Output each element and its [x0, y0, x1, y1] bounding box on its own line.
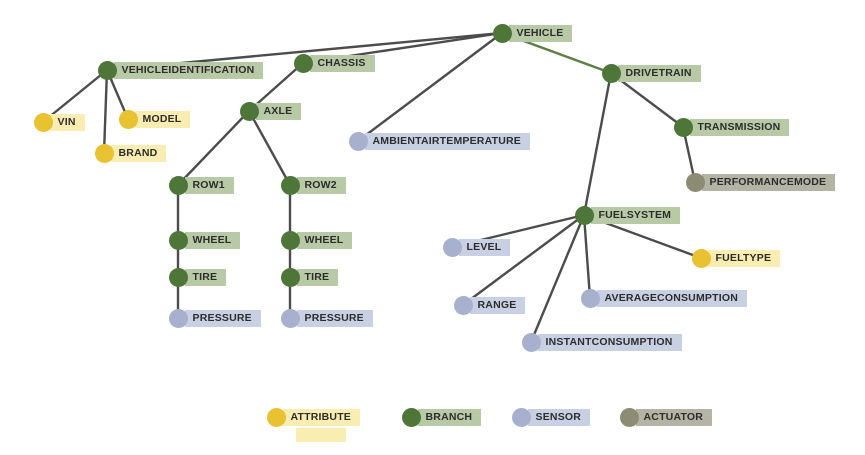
branch-node-icon — [293, 53, 313, 73]
branch-node-icon — [168, 230, 188, 250]
edge-drivetrain-fuelsystem — [582, 72, 613, 216]
node-model: MODEL — [118, 109, 191, 129]
actuator-node-icon — [619, 407, 639, 427]
legend-item-label: SENSOR — [527, 408, 591, 426]
branch-node-icon — [239, 101, 259, 121]
edge-axle-row2 — [247, 110, 292, 186]
node-label: MODEL — [134, 110, 191, 128]
node-label: WHEEL — [184, 231, 241, 249]
attribute-node-icon — [691, 248, 711, 268]
sensor-node-icon — [521, 332, 541, 352]
legend-item-actuator: ACTUATOR — [619, 407, 713, 427]
edge-vehicle-ambientairtemperature — [357, 32, 503, 142]
node-tire-row2: TIRE — [280, 267, 339, 287]
node-averageconsumption: AVERAGECONSUMPTION — [580, 288, 747, 308]
branch-node-icon — [492, 23, 512, 43]
attribute-node-icon — [118, 109, 138, 129]
branch-node-icon — [280, 175, 300, 195]
node-label: ROW2 — [296, 176, 346, 194]
branch-node-icon — [280, 230, 300, 250]
node-vin: VIN — [33, 112, 85, 132]
node-tire-row1: TIRE — [168, 267, 227, 287]
edge-axle-row1 — [177, 110, 250, 186]
node-label: AXLE — [255, 102, 302, 120]
node-label: ROW1 — [184, 176, 234, 194]
node-label: LEVEL — [458, 238, 511, 256]
node-drivetrain: DRIVETRAIN — [601, 63, 701, 83]
node-label: VIN — [49, 113, 85, 131]
legend-attribute-extra-swatch — [296, 428, 346, 442]
branch-node-icon — [168, 267, 188, 287]
node-label: PRESSURE — [296, 309, 373, 327]
node-label: INSTANTCONSUMPTION — [537, 333, 682, 351]
attribute-node-icon — [266, 407, 286, 427]
node-row2: ROW2 — [280, 175, 346, 195]
legend-item-label: BRANCH — [417, 408, 482, 426]
node-label: PERFORMANCEMODE — [701, 173, 836, 191]
node-transmission: TRANSMISSION — [673, 117, 790, 137]
edge-drivetrain-transmission — [610, 72, 684, 128]
node-label: VEHICLEIDENTIFICATION — [113, 61, 264, 79]
node-label: VEHICLE — [508, 24, 573, 42]
edge-vehicleidentification-vin — [42, 69, 108, 123]
node-label: PRESSURE — [184, 309, 261, 327]
node-row1: ROW1 — [168, 175, 234, 195]
node-instantconsumption: INSTANTCONSUMPTION — [521, 332, 682, 352]
sensor-node-icon — [453, 295, 473, 315]
sensor-node-icon — [348, 131, 368, 151]
node-label: FUELTYPE — [707, 249, 781, 267]
node-wheel-row2: WHEEL — [280, 230, 353, 250]
sensor-node-icon — [442, 237, 462, 257]
legend-item-label: ATTRIBUTE — [282, 408, 361, 426]
branch-node-icon — [601, 63, 621, 83]
sensor-node-icon — [580, 288, 600, 308]
legend-item-sensor: SENSOR — [511, 407, 591, 427]
edge-fuelsystem-instantconsumption — [529, 214, 586, 343]
node-label: AMBIENTAIRTEMPERATURE — [364, 132, 530, 150]
attribute-node-icon — [94, 143, 114, 163]
branch-node-icon — [97, 60, 117, 80]
sensor-node-icon — [280, 308, 300, 328]
edge-fuelsystem-averageconsumption — [582, 214, 592, 299]
branch-node-icon — [673, 117, 693, 137]
legend-item-branch: BRANCH — [401, 407, 482, 427]
branch-node-icon — [280, 267, 300, 287]
node-label: TIRE — [184, 268, 227, 286]
edge-vehicleidentification-brand — [102, 69, 109, 154]
sensor-node-icon — [511, 407, 531, 427]
node-vehicleidentification: VEHICLEIDENTIFICATION — [97, 60, 264, 80]
edge-fuelsystem-range — [462, 214, 585, 306]
node-label: BRAND — [110, 144, 167, 162]
node-performancemode: PERFORMANCEMODE — [685, 172, 836, 192]
node-fuelsystem: FUELSYSTEM — [574, 205, 681, 225]
node-ambientairtemperature: AMBIENTAIRTEMPERATURE — [348, 131, 530, 151]
node-chassis: CHASSIS — [293, 53, 375, 73]
branch-node-icon — [401, 407, 421, 427]
node-wheel-row1: WHEEL — [168, 230, 241, 250]
sensor-node-icon — [168, 308, 188, 328]
node-label: WHEEL — [296, 231, 353, 249]
actuator-node-icon — [685, 172, 705, 192]
branch-node-icon — [574, 205, 594, 225]
node-label: DRIVETRAIN — [617, 64, 701, 82]
node-fueltype: FUELTYPE — [691, 248, 781, 268]
node-label: FUELSYSTEM — [590, 206, 681, 224]
node-label: RANGE — [469, 296, 526, 314]
node-label: TIRE — [296, 268, 339, 286]
node-level: LEVEL — [442, 237, 511, 257]
node-label: CHASSIS — [309, 54, 375, 72]
node-pressure-row2: PRESSURE — [280, 308, 373, 328]
legend-item-attribute: ATTRIBUTE — [266, 407, 361, 427]
node-brand: BRAND — [94, 143, 167, 163]
attribute-node-icon — [33, 112, 53, 132]
node-label: TRANSMISSION — [689, 118, 790, 136]
branch-node-icon — [168, 175, 188, 195]
legend-item-label: ACTUATOR — [635, 408, 713, 426]
node-range: RANGE — [453, 295, 526, 315]
node-vehicle: VEHICLE — [492, 23, 573, 43]
node-label: AVERAGECONSUMPTION — [596, 289, 747, 307]
node-pressure-row1: PRESSURE — [168, 308, 261, 328]
node-axle: AXLE — [239, 101, 302, 121]
